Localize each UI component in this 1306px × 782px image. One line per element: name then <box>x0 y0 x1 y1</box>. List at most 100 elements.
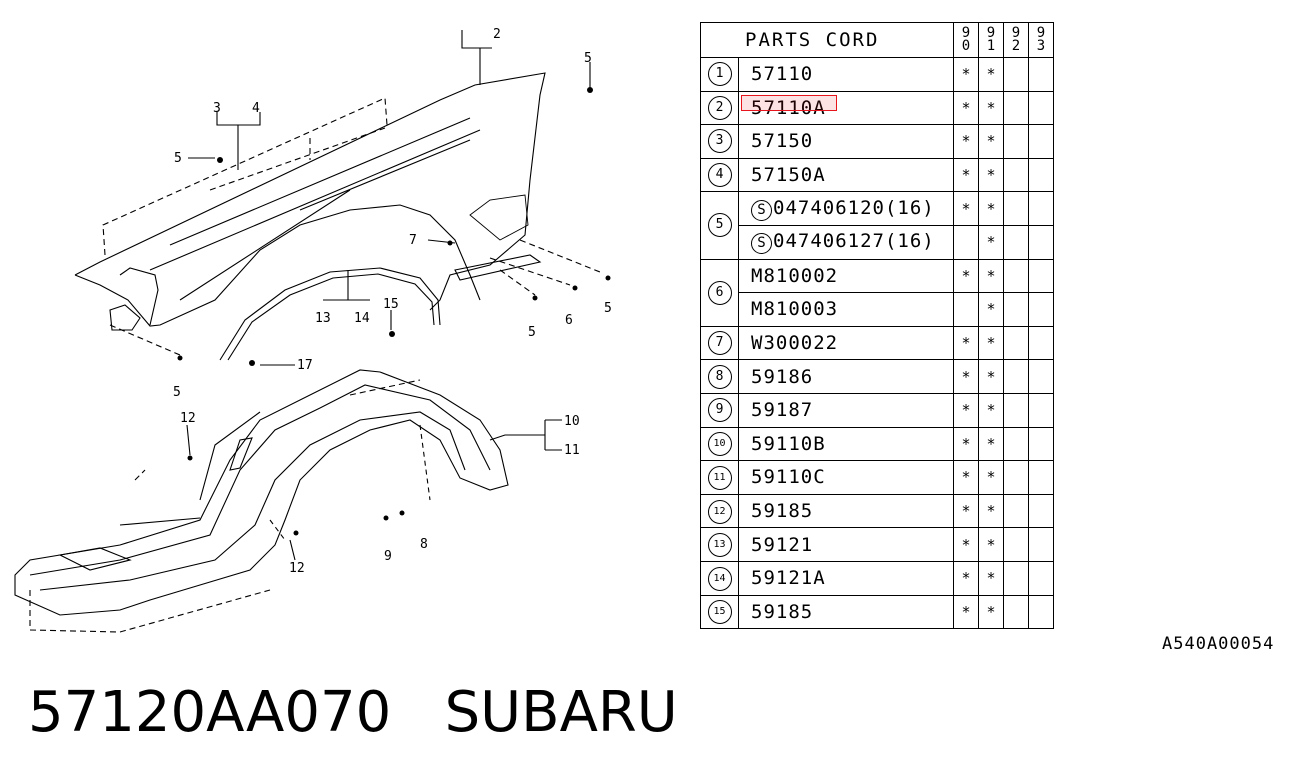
part-code: 59121 <box>738 527 954 562</box>
item-number: 1 <box>700 57 739 92</box>
year-mark: * <box>953 359 979 394</box>
year-mark: * <box>953 493 979 529</box>
year-mark: * <box>953 460 979 495</box>
callout-15: 15 <box>383 297 399 312</box>
year-mark <box>953 224 979 260</box>
callout-11: 11 <box>564 443 580 458</box>
callout-4: 4 <box>252 101 260 116</box>
year-mark <box>1028 57 1054 92</box>
table-row: M810003* <box>701 292 1054 327</box>
part-number: 57120AA070 <box>28 680 392 745</box>
callout-17: 17 <box>297 358 313 373</box>
callout-5: 5 <box>174 151 182 166</box>
year-mark <box>1003 90 1029 126</box>
year-mark <box>1028 224 1054 260</box>
callout-5: 5 <box>584 51 592 66</box>
callout-labels: 2 3 4 5 5 5 5 5 6 7 8 9 10 11 12 12 13 1… <box>173 27 612 576</box>
year-mark <box>1003 258 1029 294</box>
item-number: 9 <box>700 392 739 428</box>
year-mark: * <box>978 191 1004 226</box>
year-mark: * <box>953 157 979 193</box>
year-mark: * <box>953 90 979 126</box>
year-mark: * <box>953 191 979 226</box>
part-code: W300022 <box>738 325 954 361</box>
year-mark: * <box>978 460 1004 495</box>
year-mark: * <box>953 426 979 462</box>
parts-diagram: 2 3 4 5 5 5 5 5 6 7 8 9 10 11 12 12 13 1… <box>14 27 612 633</box>
year-mark: * <box>978 90 1004 126</box>
part-code: 59186 <box>738 359 954 394</box>
part-code: 57110A <box>738 90 954 126</box>
year-mark <box>1028 594 1054 630</box>
year-mark <box>1003 224 1029 260</box>
year-mark: * <box>953 594 979 630</box>
year-mark: * <box>953 124 979 159</box>
item-number: 6 <box>700 258 739 327</box>
part-code: 59185 <box>738 493 954 529</box>
highlighted-part-code: 57110A <box>751 96 826 119</box>
year-mark <box>1028 90 1054 126</box>
year-mark <box>1003 392 1029 428</box>
fender-drawing <box>14 30 601 633</box>
callout-5: 5 <box>604 301 612 316</box>
year-mark: * <box>978 392 1004 428</box>
callout-9: 9 <box>384 549 392 564</box>
year-mark: * <box>978 426 1004 462</box>
year-mark: * <box>978 527 1004 562</box>
year-mark <box>1003 124 1029 159</box>
item-number: 2 <box>700 90 739 126</box>
reference-code: A540A00054 <box>1162 634 1275 654</box>
year-mark <box>1028 258 1054 294</box>
callout-14: 14 <box>354 311 370 326</box>
item-number: 3 <box>700 124 739 159</box>
header-title: PARTS CORD <box>700 22 954 58</box>
part-code: 59110C <box>738 460 954 495</box>
year-mark <box>1003 292 1029 327</box>
part-code: 57150A <box>738 157 954 193</box>
year-mark: * <box>978 292 1004 327</box>
callout-10: 10 <box>564 414 580 429</box>
callout-12: 12 <box>180 411 196 426</box>
year-mark <box>1028 191 1054 226</box>
part-code: 59110B <box>738 426 954 462</box>
callout-8: 8 <box>420 537 428 552</box>
year-mark <box>1028 359 1054 394</box>
part-code: 59121A <box>738 560 954 596</box>
year-mark <box>1003 57 1029 92</box>
item-number: 13 <box>700 527 739 562</box>
fasteners <box>177 87 611 536</box>
callout-13: 13 <box>315 311 331 326</box>
year-mark: * <box>978 157 1004 193</box>
year-mark <box>1003 191 1029 226</box>
callout-7: 7 <box>409 233 417 248</box>
year-mark: * <box>953 527 979 562</box>
year-mark <box>1003 493 1029 529</box>
standard-part-marker: S <box>751 199 772 221</box>
part-code: 57150 <box>738 124 954 159</box>
item-number: 4 <box>700 157 739 193</box>
brand: SUBARU <box>444 680 678 745</box>
callout-5: 5 <box>173 385 181 400</box>
year-mark <box>1003 157 1029 193</box>
year-mark: * <box>978 224 1004 260</box>
year-mark: * <box>978 560 1004 596</box>
callout-5: 5 <box>528 325 536 340</box>
year-mark: * <box>978 325 1004 361</box>
year-mark <box>1028 560 1054 596</box>
